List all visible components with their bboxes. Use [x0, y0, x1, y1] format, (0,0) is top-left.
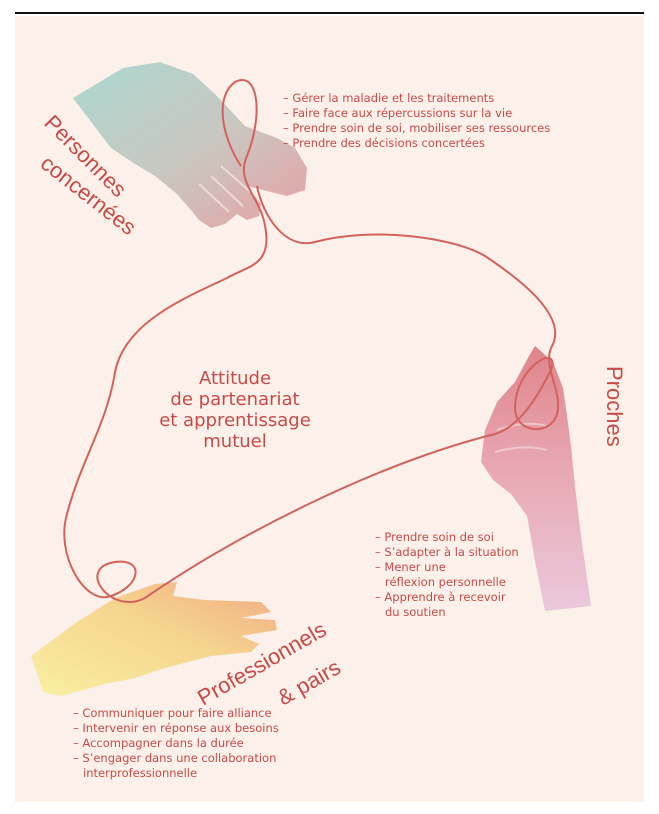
list-item: – Communiquer pour faire alliance — [73, 706, 279, 721]
list-item: – Accompagner dans la durée — [73, 736, 279, 751]
list-item: – Intervenir en réponse aux besoins — [73, 721, 279, 736]
center-title-line1: Attitude — [150, 368, 320, 389]
center-title-line3: et apprentissage — [150, 410, 320, 431]
list-item: – Prendre soin de soi — [375, 530, 519, 545]
list-item: – S’adapter à la situation — [375, 545, 519, 560]
list-item: – S’engager dans une collaboration — [73, 751, 279, 766]
proches-list: – Prendre soin de soi – S’adapter à la s… — [375, 530, 519, 620]
list-item: réflexion personnelle — [375, 575, 519, 590]
list-item: – Apprendre à recevoir — [375, 590, 519, 605]
center-title-line4: mutuel — [150, 431, 320, 452]
center-title-line2: de partenariat — [150, 389, 320, 410]
top-rule — [15, 12, 644, 14]
list-item: – Mener une — [375, 560, 519, 575]
list-item: interprofessionnelle — [73, 766, 279, 781]
label-proches: Proches — [602, 366, 627, 447]
professionnels-list: – Communiquer pour faire alliance – Inte… — [73, 706, 279, 781]
list-item: – Faire face aux répercussions sur la vi… — [283, 106, 550, 121]
personnes-list: – Gérer la maladie et les traitements – … — [283, 91, 550, 151]
center-title: Attitude de partenariat et apprentissage… — [150, 368, 320, 452]
illustration-panel: Personnes concernées Proches Professionn… — [15, 16, 644, 802]
list-item: – Prendre soin de soi, mobiliser ses res… — [283, 121, 550, 136]
list-item: du soutien — [375, 605, 519, 620]
list-item: – Prendre des décisions concertées — [283, 136, 550, 151]
list-item: – Gérer la maladie et les traitements — [283, 91, 550, 106]
